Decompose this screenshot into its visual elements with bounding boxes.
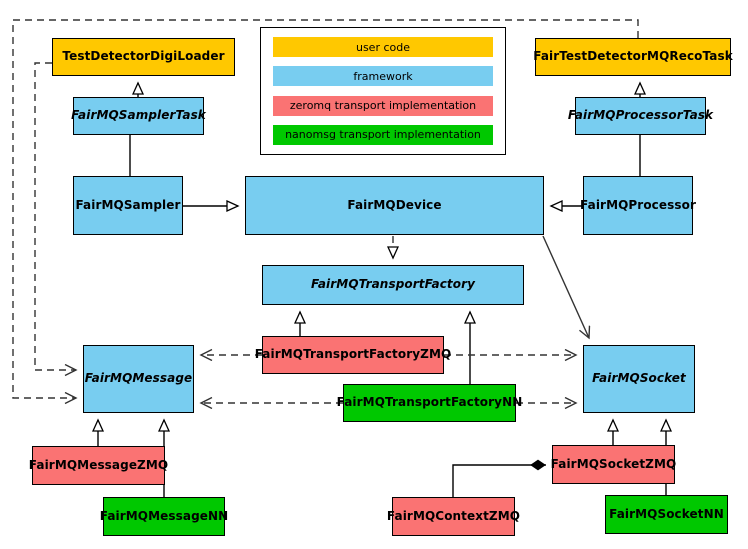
class-node-FairMQTransportFactoryNN[interactable]: FairMQTransportFactoryNN — [337, 384, 522, 422]
class-node-label: FairMQSocketZMQ — [550, 456, 677, 471]
class-node-label: FairMQMessageNN — [99, 508, 229, 523]
class-node-FairMQProcessor[interactable]: FairMQProcessor — [580, 176, 696, 235]
class-node-label: FairMQSocket — [592, 371, 686, 386]
class-node-label: FairMQSampler — [75, 197, 181, 212]
legend: user code framework zeromq transport imp… — [260, 27, 506, 155]
legend-item-zeromq: zeromq transport implementation — [273, 95, 493, 116]
class-node-label: FairMQMessageZMQ — [28, 457, 169, 472]
class-node-FairMQTransportFactoryZMQ[interactable]: FairMQTransportFactoryZMQ — [255, 336, 451, 374]
legend-label-framework: framework — [353, 69, 413, 83]
legend-item-framework: framework — [273, 66, 493, 87]
class-node-label: FairMQTransportFactoryNN — [336, 395, 523, 410]
directed-association-edges — [542, 235, 589, 338]
class-node-FairTestDetectorMQRecoTask[interactable]: FairTestDetectorMQRecoTask — [533, 38, 733, 76]
class-node-FairMQSocketNN[interactable]: FairMQSocketNN — [605, 495, 728, 534]
class-node-FairMQSocket[interactable]: FairMQSocket — [583, 345, 695, 413]
legend-label-zeromq: zeromq transport implementation — [289, 99, 477, 113]
class-node-label: FairMQTransportFactory — [310, 277, 476, 292]
legend-label-nanomsg: nanomsg transport implementation — [285, 128, 481, 142]
edge-digiloader-to-message — [34, 62, 76, 370]
class-node-label: FairMQProcessor — [580, 197, 696, 212]
class-node-label: FairMQContextZMQ — [386, 508, 521, 523]
class-node-FairMQContextZMQ[interactable]: FairMQContextZMQ — [387, 497, 520, 536]
class-node-label: FairTestDetectorMQRecoTask — [533, 49, 733, 64]
class-node-label: FairMQTransportFactoryZMQ — [254, 347, 452, 362]
class-node-FairMQMessage[interactable]: FairMQMessage — [83, 345, 194, 413]
class-node-label: FairMQSamplerTask — [71, 108, 206, 123]
class-node-FairMQDevice[interactable]: FairMQDevice — [245, 176, 544, 235]
composition-edges — [452, 459, 546, 497]
edge-recotask-to-message — [12, 19, 639, 398]
class-node-FairMQSocketZMQ[interactable]: FairMQSocketZMQ — [550, 445, 677, 484]
class-node-label: TestDetectorDigiLoader — [62, 49, 225, 64]
class-node-FairMQSamplerTask[interactable]: FairMQSamplerTask — [71, 97, 206, 135]
class-node-FairMQProcessorTask[interactable]: FairMQProcessorTask — [568, 97, 713, 135]
legend-item-user-code: user code — [273, 37, 493, 57]
class-node-FairMQMessageZMQ[interactable]: FairMQMessageZMQ — [28, 446, 169, 485]
legend-item-nanomsg: nanomsg transport implementation — [273, 124, 493, 145]
edge-contextzmq-to-socketzmq — [452, 459, 546, 497]
class-node-label: FairMQMessage — [84, 371, 193, 386]
class-node-label: FairMQProcessorTask — [567, 108, 714, 123]
association-edges — [129, 135, 641, 176]
class-node-FairMQSampler[interactable]: FairMQSampler — [73, 176, 183, 235]
class-node-FairMQTransportFactory[interactable]: FairMQTransportFactory — [262, 265, 524, 305]
dependency-edges — [12, 19, 639, 403]
class-node-FairMQMessageNN[interactable]: FairMQMessageNN — [100, 497, 228, 536]
legend-label-user-code: user code — [355, 40, 411, 54]
class-node-TestDetectorDigiLoader[interactable]: TestDetectorDigiLoader — [52, 38, 235, 76]
edge-device-to-socket — [542, 235, 589, 338]
class-node-label: FairMQSocketNN — [609, 506, 724, 521]
class-node-label: FairMQDevice — [347, 197, 442, 212]
